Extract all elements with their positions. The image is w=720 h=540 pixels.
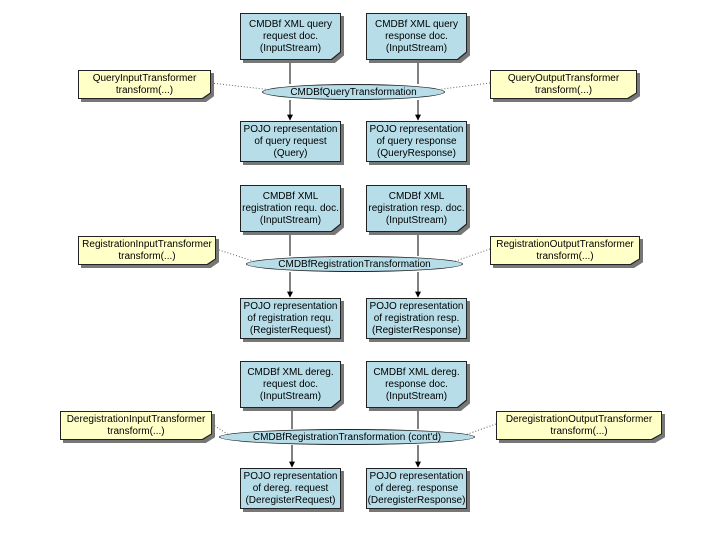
text-line: DeregistrationInputTransformer bbox=[66, 413, 206, 425]
xml-response-doc: CMDBf XML dereg.response doc.(InputStrea… bbox=[366, 361, 470, 411]
text-line: (DeregisterResponse) bbox=[367, 494, 466, 506]
text-line: POJO representation bbox=[369, 123, 464, 135]
text-line: (QueryResponse) bbox=[377, 147, 456, 159]
transformation-ellipse: CMDBfRegistrationTransformation bbox=[246, 256, 463, 272]
text-line: POJO representation bbox=[243, 123, 338, 135]
text-line: transform(...) bbox=[534, 84, 593, 96]
text-line: transform(...) bbox=[115, 84, 174, 96]
text-line: response doc. bbox=[385, 30, 448, 42]
text-line: QueryInputTransformer bbox=[92, 72, 197, 84]
xml-request-doc: CMDBf XML dereg.request doc.(InputStream… bbox=[240, 361, 344, 411]
text-line: POJO representation bbox=[369, 300, 464, 312]
text-line: request doc. bbox=[262, 378, 319, 390]
input-note-connector bbox=[210, 82, 273, 91]
text-line: of registration requ. bbox=[247, 312, 334, 324]
output-note-connector bbox=[464, 423, 497, 436]
text-line: (RegisterRequest) bbox=[249, 324, 332, 336]
text-line: transform(...) bbox=[536, 250, 594, 262]
input-note-connector bbox=[215, 248, 257, 263]
text-line: registration resp. doc. bbox=[368, 202, 465, 214]
output-note-connector bbox=[434, 82, 491, 91]
text-line: of dereg. request bbox=[252, 482, 329, 494]
text-line: (DeregisterRequest) bbox=[245, 494, 336, 506]
text-line: CMDBf XML bbox=[388, 190, 445, 202]
output-note-connector bbox=[452, 248, 491, 263]
text-line: response doc. bbox=[385, 378, 448, 390]
text-line: (InputStream) bbox=[385, 214, 448, 226]
text-line: transform(...) bbox=[550, 425, 608, 437]
text-line: CMDBf XML dereg. bbox=[247, 366, 334, 378]
text-line: transform(...) bbox=[118, 250, 176, 262]
text-line: RegistrationOutputTransformer bbox=[496, 238, 634, 250]
text-line: request doc. bbox=[262, 30, 319, 42]
text-line: registration requ. doc. bbox=[242, 202, 339, 214]
text-line: RegistrationInputTransformer bbox=[82, 238, 212, 250]
text-line: CMDBf XML bbox=[262, 190, 319, 202]
text-line: CMDBf XML dereg. bbox=[373, 366, 460, 378]
text-line: of query response bbox=[376, 135, 457, 147]
text-line: CMDBf XML query bbox=[375, 18, 458, 30]
text-line: POJO representation bbox=[369, 470, 464, 482]
text-line: CMDBf XML query bbox=[249, 18, 332, 30]
transformation-ellipse: CMDBfQueryTransformation bbox=[262, 84, 445, 100]
text-line: (InputStream) bbox=[385, 42, 448, 54]
text-line: of registration resp. bbox=[373, 312, 460, 324]
text-line: transform(...) bbox=[107, 425, 165, 437]
text-line: (InputStream) bbox=[259, 390, 322, 402]
text-line: POJO representation bbox=[243, 470, 338, 482]
text-line: (InputStream) bbox=[259, 214, 322, 226]
text-line: QueryOutputTransformer bbox=[507, 72, 620, 84]
transformation-ellipse: CMDBfRegistrationTransformation (cont'd) bbox=[219, 429, 475, 445]
text-line: (InputStream) bbox=[259, 42, 322, 54]
text-line: of dereg. response bbox=[374, 482, 459, 494]
text-line: (InputStream) bbox=[385, 390, 448, 402]
text-line: (Query) bbox=[273, 147, 308, 159]
text-line: of query request bbox=[254, 135, 327, 147]
text-line: (RegisterResponse) bbox=[372, 324, 461, 336]
text-line: DeregistrationOutputTransformer bbox=[505, 413, 653, 425]
text-line: POJO representation bbox=[243, 300, 338, 312]
